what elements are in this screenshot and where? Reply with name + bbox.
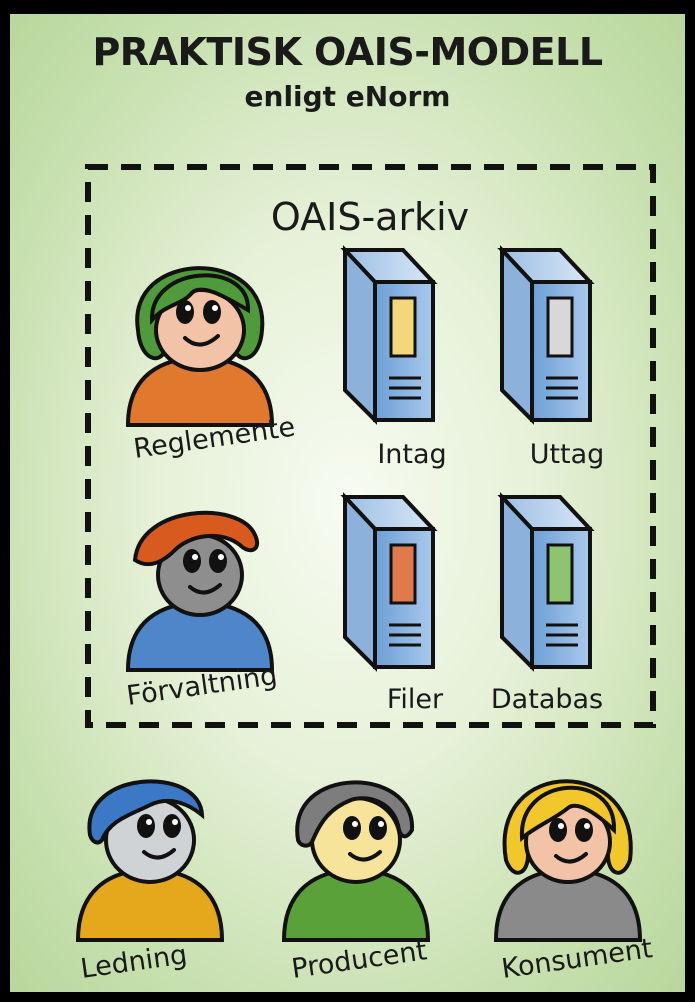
hair: [132, 510, 260, 567]
server-filer: [340, 491, 438, 672]
server-light: [389, 296, 417, 358]
role-label-producent: Producent: [290, 935, 429, 985]
hair-front: [519, 785, 617, 843]
server-label-uttag: Uttag: [530, 439, 605, 470]
page-title: PRAKTISK OAIS-MODELL: [92, 30, 603, 74]
server-label-intag: Intag: [377, 439, 446, 470]
server-uttag: [497, 244, 595, 425]
page-subtitle: enligt eNorm: [244, 80, 451, 113]
hair: [87, 779, 205, 845]
person-konsument: [493, 779, 643, 942]
server-intag: [340, 244, 438, 425]
person-reglemente: [125, 266, 275, 427]
role-label-ledning: Ledning: [79, 939, 189, 985]
archive-boundary: [85, 164, 656, 728]
server-light: [389, 543, 417, 605]
server-label-databas: Databas: [491, 684, 603, 715]
person-ledning: [75, 779, 225, 942]
hair: [295, 780, 415, 848]
person-producent: [281, 780, 431, 942]
server-light: [546, 296, 574, 358]
server-label-filer: Filer: [387, 684, 444, 715]
archive-label: OAIS-arkiv: [271, 195, 469, 239]
person-forvaltning: [125, 510, 275, 672]
server-light: [546, 543, 574, 605]
hair-front: [149, 273, 251, 326]
server-databas: [497, 491, 595, 672]
